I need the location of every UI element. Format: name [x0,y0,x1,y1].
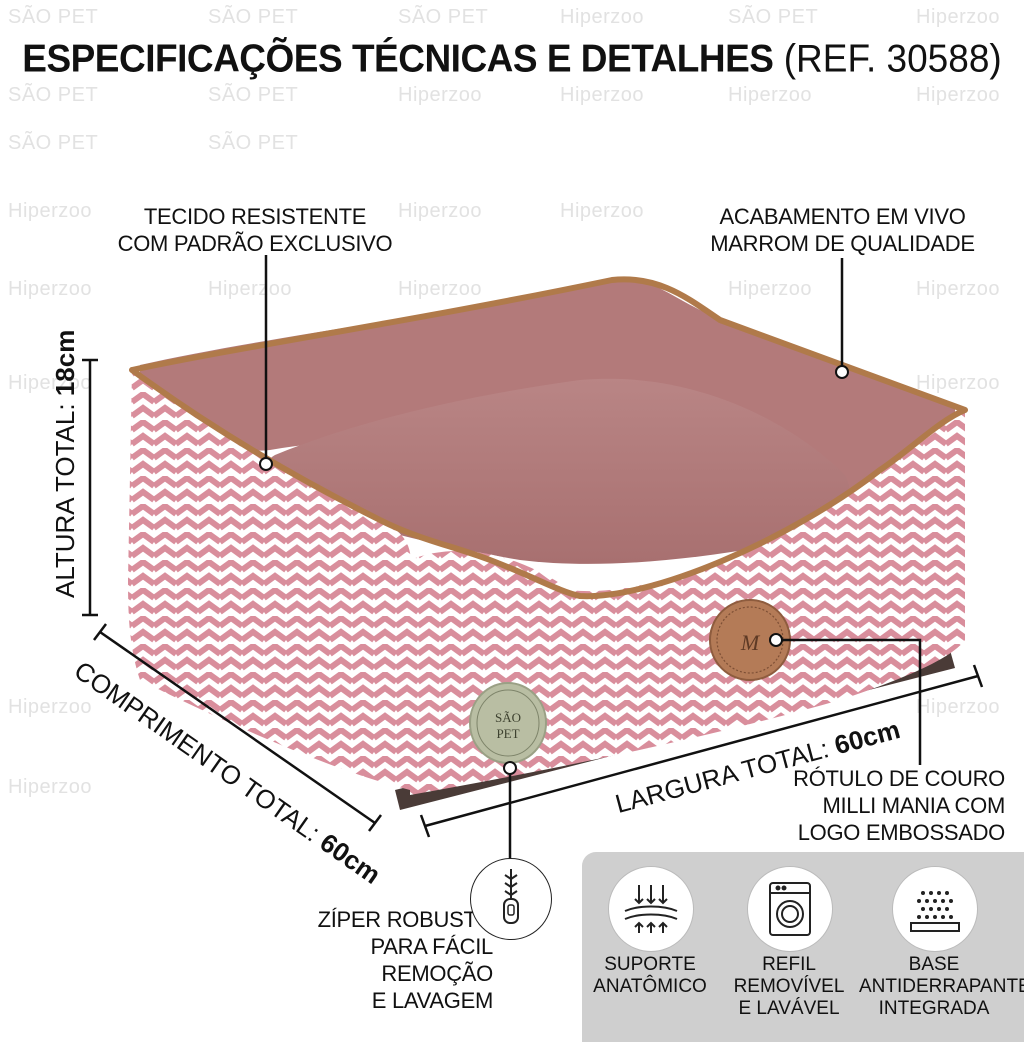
watermark-hiperzoo: Hiperzoo [916,696,1001,718]
watermark-hiperzoo: Hiperzoo [8,696,93,718]
watermark-hiperzoo: Hiperzoo [8,200,93,222]
features-panel: SUPORTE ANATÔMICO REFIL REMOVÍVEL E LAVÁ… [582,852,1024,1042]
label-callout-line [778,638,922,765]
height-label: ALTURA TOTAL: [50,403,80,598]
watermark-sao-pet: SÃO PET [8,6,99,28]
zipper-icon [470,858,552,940]
watermark-hiperzoo: Hiperzoo [560,200,645,222]
piping-callout-line-1: ACABAMENTO EM VIVO [719,204,966,229]
watermark-hiperzoo: Hiperzoo [208,278,293,300]
bed-piping [129,276,968,600]
zipper-callout-line-3: E LAVAGEM [371,988,494,1013]
page-title: ESPECIFICAÇÕES TÉCNICAS E DETALHES (REF.… [0,37,1024,81]
title-ref: (REF. 30588) [783,36,1002,80]
leather-callout-line-2: MILLI MANIA COM [822,793,1005,818]
height-value: 18cm [50,329,80,397]
watermark-sao-pet: SÃO PET [728,6,819,28]
non-slip-base-icon [892,866,978,952]
sao-pet-badge-text-2: PET [496,726,519,741]
watermark-hiperzoo: Hiperzoo [398,278,483,300]
fabric-callout-line-1: TECIDO RESISTENTE [143,204,367,229]
watermark-sao-pet: SÃO PET [8,132,99,154]
leather-label-callout: RÓTULO DE COURO MILLI MANIA COM LOGO EMB… [780,765,1005,846]
watermark-hiperzoo: Hiperzoo [728,84,813,106]
bed-cushion [265,378,850,564]
feature-non-slip-base: BASE ANTIDERRAPANTE INTEGRADA [859,954,1024,1020]
watermark-hiperzoo: Hiperzoo [916,84,1001,106]
watermark-hiperzoo: Hiperzoo [8,278,93,300]
washing-machine-icon [747,866,833,952]
feature-label-line: INTEGRADA [878,998,990,1019]
feature-label-line: SUPORTE [604,954,696,975]
zipper-callout-dot [503,761,517,775]
bed-outer-side-left [128,370,412,790]
feature-label-line: ANATÔMICO [593,976,707,997]
fabric-callout: TECIDO RESISTENTE COM PADRÃO EXCLUSIVO [110,203,400,257]
watermark-hiperzoo: Hiperzoo [398,200,483,222]
zipper-callout: ZÍPER ROBUSTO PARA FÁCIL REMOÇÃO E LAVAG… [275,906,494,1014]
watermark-hiperzoo: Hiperzoo [560,84,645,106]
piping-callout: ACABAMENTO EM VIVO MARROM DE QUALIDADE [700,203,985,257]
watermark-sao-pet: SÃO PET [208,132,299,154]
label-callout-dot [769,633,783,647]
watermark-hiperzoo: Hiperzoo [916,6,1001,28]
leather-callout-line-3: LOGO EMBOSSADO [797,820,1006,845]
height-dimension-label: ALTURA TOTAL: 18cm [50,330,81,598]
feature-label-line: REFIL [762,954,816,975]
watermark-sao-pet: SÃO PET [208,84,299,106]
piping-callout-line-2: MARROM DE QUALIDADE [710,231,975,256]
watermark-hiperzoo: Hiperzoo [916,372,1001,394]
feature-label-line: E LAVÁVEL [738,998,840,1019]
fabric-callout-dot [259,457,273,471]
watermark-sao-pet: SÃO PET [398,6,489,28]
watermark-hiperzoo: Hiperzoo [728,278,813,300]
watermark-hiperzoo: Hiperzoo [8,776,93,798]
width-dimension-line [424,674,979,828]
watermark-hiperzoo: Hiperzoo [398,84,483,106]
watermark-sao-pet: SÃO PET [208,6,299,28]
feature-removable-refill: REFIL REMOVÍVEL E LAVÁVEL [714,954,864,1020]
feature-anatomic-support: SUPORTE ANATÔMICO [575,954,725,998]
feature-label-line: BASE [908,954,960,975]
leather-callout-line-1: RÓTULO DE COURO [793,766,1005,791]
zipper-callout-line-2: PARA FÁCIL REMOÇÃO [370,934,493,986]
feature-label-line: REMOVÍVEL [733,976,845,997]
bed-outer-side-front [410,410,965,795]
watermark-hiperzoo: Hiperzoo [560,6,645,28]
title-main: ESPECIFICAÇÕES TÉCNICAS E DETALHES [22,36,774,80]
zipper-callout-line-1: ZÍPER ROBUSTO [317,907,494,932]
feature-label-line: ANTIDERRAPANTE [859,976,1024,997]
svg-text:M: M [740,630,761,655]
watermark-hiperzoo: Hiperzoo [916,278,1001,300]
watermark-hiperzoo: Hiperzoo [8,372,93,394]
watermark-sao-pet: SÃO PET [8,84,99,106]
anatomic-support-icon [608,866,694,952]
sao-pet-badge-text-1: SÃO [495,710,521,725]
length-dimension-line [99,630,376,825]
fabric-callout-line-2: COM PADRÃO EXCLUSIVO [117,231,393,256]
piping-callout-dot [835,365,849,379]
